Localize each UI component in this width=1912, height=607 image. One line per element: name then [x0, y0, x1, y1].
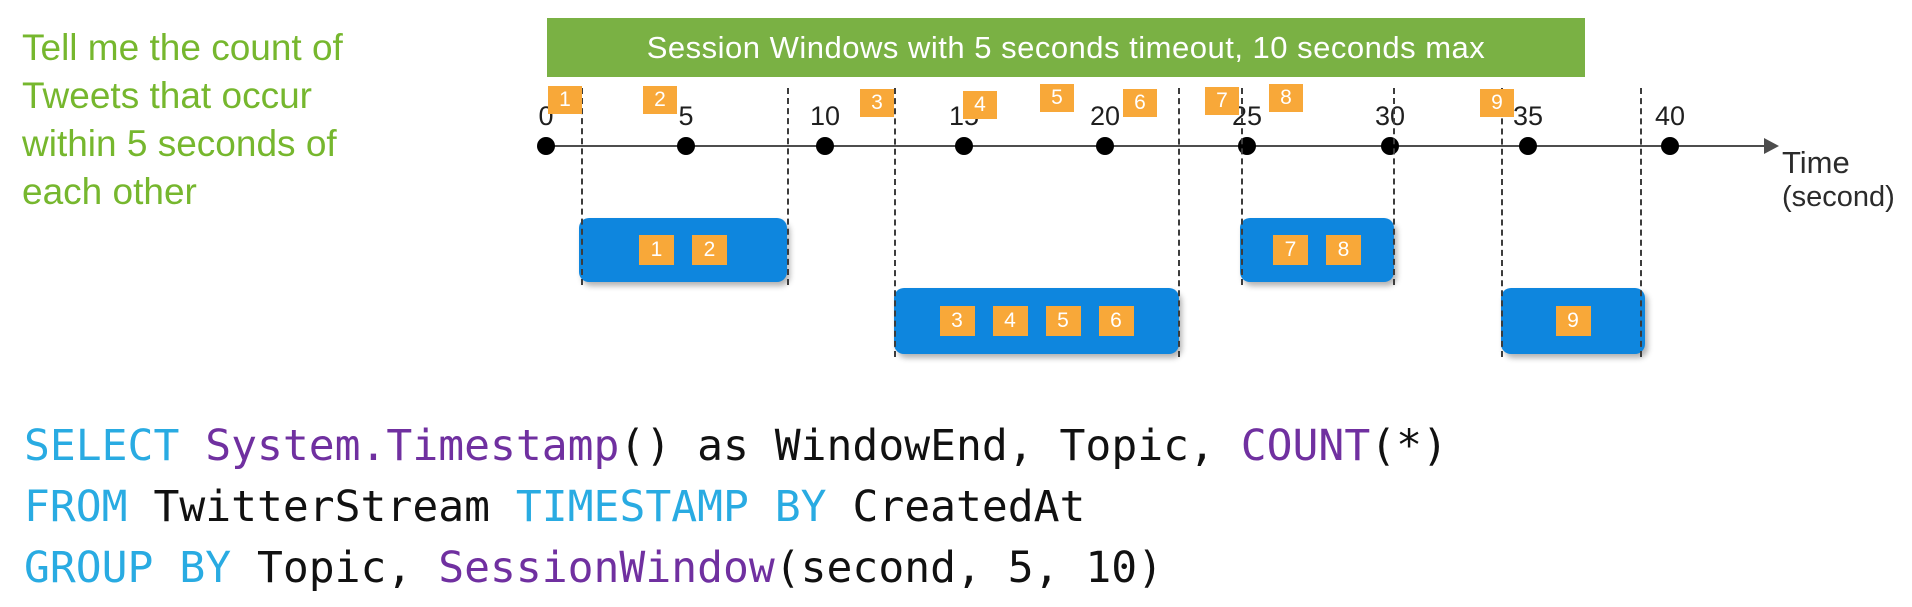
timeline-tick-label: 35 — [1512, 101, 1544, 131]
session-boundary-dashed-line — [894, 88, 896, 357]
event-marker: 7 — [1205, 87, 1239, 115]
sql-token: System.Timestamp — [205, 421, 620, 471]
event-chip: 1 — [639, 235, 674, 265]
event-chip: 8 — [1326, 235, 1361, 265]
timeline-dot — [1096, 137, 1114, 155]
event-chip: 5 — [1045, 306, 1081, 336]
axis-title-line1: Time — [1782, 145, 1850, 180]
session-boundary-dashed-line — [1178, 88, 1180, 357]
timeline-dot — [955, 137, 973, 155]
banner-label: Session Windows with 5 seconds timeout, … — [646, 29, 1486, 65]
event-chip: 2 — [692, 235, 727, 265]
event-marker: 2 — [643, 86, 677, 114]
session-boundary-dashed-line — [581, 88, 583, 285]
event-marker: 3 — [860, 89, 894, 117]
sql-token: COUNT — [1240, 421, 1371, 471]
session-boundary-dashed-line — [787, 88, 789, 285]
sql-code: SELECT System.Timestamp() as WindowEnd, … — [24, 416, 1448, 599]
axis-title-line2: (second) — [1782, 181, 1895, 213]
timeline-dot — [1519, 137, 1537, 155]
event-marker: 8 — [1269, 84, 1303, 112]
sql-token: TwitterStream — [153, 482, 516, 532]
event-marker: 4 — [963, 91, 997, 119]
sql-line: GROUP BY Topic, SessionWindow(second, 5,… — [24, 538, 1448, 599]
sql-token: SessionWindow — [438, 543, 775, 593]
sql-token: FROM — [24, 482, 154, 532]
session-boundary-dashed-line — [1640, 88, 1642, 357]
sql-token: () as WindowEnd, Topic, — [619, 421, 1241, 471]
timeline-dot — [1381, 137, 1399, 155]
timeline-arrowhead-icon — [1764, 138, 1779, 154]
timeline-tick-label: 40 — [1654, 101, 1686, 131]
event-chip: 7 — [1273, 235, 1308, 265]
timeline-dot — [677, 137, 695, 155]
session-window: 9 — [1501, 288, 1645, 354]
prompt-text: Tell me the count of Tweets that occur w… — [22, 27, 343, 212]
sql-line: FROM TwitterStream TIMESTAMP BY CreatedA… — [24, 477, 1448, 538]
sql-token: Topic, — [257, 543, 439, 593]
timeline-dot — [1661, 137, 1679, 155]
timeline-tick-label: 30 — [1374, 101, 1406, 131]
sql-token: (second, 5, 10) — [774, 543, 1164, 593]
session-boundary-dashed-line — [1501, 88, 1503, 357]
sql-token: CreatedAt — [852, 482, 1086, 532]
session-boundary-dashed-line — [1241, 88, 1243, 285]
sql-token: TIMESTAMP BY — [515, 482, 853, 532]
sql-token: GROUP BY — [24, 543, 257, 593]
timeline-tick-label: 10 — [809, 101, 841, 131]
event-chip: 9 — [1555, 306, 1591, 336]
event-chip: 6 — [1098, 306, 1134, 336]
session-window-banner: Session Windows with 5 seconds timeout, … — [547, 18, 1585, 77]
sql-token: SELECT — [24, 421, 206, 471]
session-boundary-dashed-line — [1393, 88, 1395, 285]
event-marker: 6 — [1123, 89, 1157, 117]
timeline-dot — [537, 137, 555, 155]
sql-line: SELECT System.Timestamp() as WindowEnd, … — [24, 416, 1448, 477]
event-marker: 5 — [1040, 84, 1074, 112]
timeline-tick-label: 5 — [678, 101, 694, 131]
timeline-tick-label: 20 — [1089, 101, 1121, 131]
sql-token: (*) — [1370, 421, 1448, 471]
timeline-axis — [538, 145, 1766, 147]
axis-title: Time (second) — [1782, 146, 1895, 214]
event-chip: 4 — [992, 306, 1028, 336]
event-chip: 3 — [939, 306, 975, 336]
event-marker: 1 — [548, 86, 582, 114]
timeline-dot — [816, 137, 834, 155]
event-marker: 9 — [1480, 89, 1514, 117]
